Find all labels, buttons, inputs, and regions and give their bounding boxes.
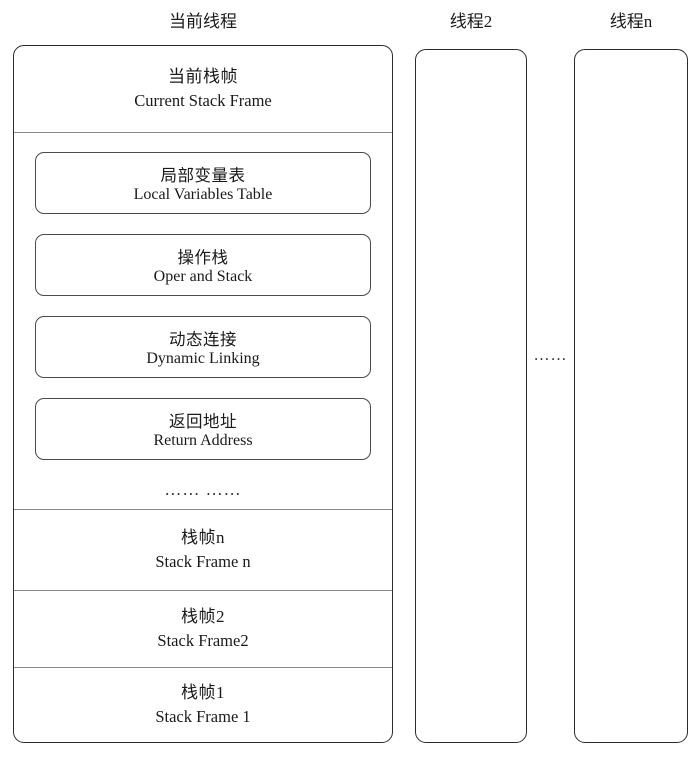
operand-stack-box: 操作栈 Oper and Stack — [35, 234, 371, 296]
stack-frame-components-section: 局部变量表 Local Variables Table 操作栈 Oper and… — [14, 132, 392, 509]
stack-frame-2-label-en: Stack Frame2 — [157, 631, 249, 651]
operand-stack-label-cn: 操作栈 — [177, 248, 229, 267]
stack-frame-n-label-en: Stack Frame n — [155, 552, 251, 572]
stack-frame-1-section: 栈帧1 Stack Frame 1 — [14, 667, 392, 742]
current-stack-frame-label-en: Current Stack Frame — [134, 91, 272, 111]
current-stack-frame-label-cn: 当前栈帧 — [168, 66, 238, 86]
thread-n-stack-box — [574, 49, 688, 743]
stack-frame-n-label-cn: 栈帧n — [181, 527, 225, 547]
dynamic-linking-label-en: Dynamic Linking — [146, 350, 260, 367]
local-variables-table-box: 局部变量表 Local Variables Table — [35, 152, 371, 214]
threads-ellipsis: …… — [533, 347, 568, 364]
local-variables-table-label-en: Local Variables Table — [133, 186, 273, 203]
operand-stack-label-en: Oper and Stack — [153, 268, 253, 285]
stack-frame-components-ellipsis: …… …… — [164, 480, 242, 499]
stack-frame-components-list: 局部变量表 Local Variables Table 操作栈 Oper and… — [14, 133, 392, 509]
local-variables-table-label-cn: 局部变量表 — [160, 166, 246, 185]
stack-frame-1-label: 栈帧1 Stack Frame 1 — [155, 681, 250, 730]
column-title-current-thread: 当前线程 — [169, 12, 237, 31]
return-address-label-cn: 返回地址 — [169, 412, 237, 431]
stack-frame-2-label: 栈帧2 Stack Frame2 — [157, 605, 248, 654]
column-title-thread-n: 线程n — [609, 12, 653, 31]
thread-2-stack-box — [415, 49, 527, 743]
column-title-thread-2: 线程2 — [449, 12, 493, 31]
dynamic-linking-label-cn: 动态连接 — [169, 330, 237, 349]
stack-frame-1-label-en: Stack Frame 1 — [155, 707, 251, 727]
dynamic-linking-box: 动态连接 Dynamic Linking — [35, 316, 371, 378]
current-stack-frame-section: 当前栈帧 Current Stack Frame — [14, 46, 392, 132]
stack-frame-2-section: 栈帧2 Stack Frame2 — [14, 590, 392, 667]
stack-frame-n-label: 栈帧n Stack Frame n — [155, 526, 250, 575]
current-stack-frame-label: 当前栈帧 Current Stack Frame — [134, 65, 271, 114]
stack-frame-1-label-cn: 栈帧1 — [181, 682, 225, 702]
return-address-box: 返回地址 Return Address — [35, 398, 371, 460]
stack-frame-2-label-cn: 栈帧2 — [181, 606, 225, 626]
current-thread-stack-box: 当前栈帧 Current Stack Frame 局部变量表 Local Var… — [13, 45, 393, 743]
stack-frame-n-section: 栈帧n Stack Frame n — [14, 509, 392, 590]
return-address-label-en: Return Address — [153, 432, 253, 449]
